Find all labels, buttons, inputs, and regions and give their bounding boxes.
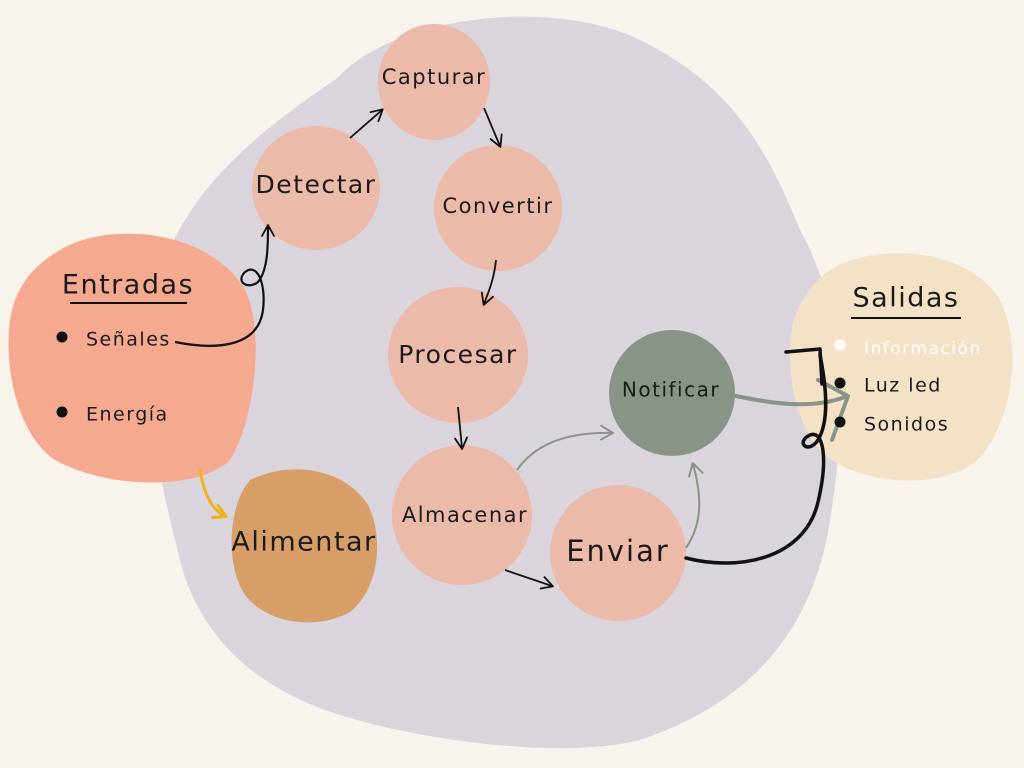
capture-label: Capturar xyxy=(382,65,487,89)
inputs-item-signals: Señales xyxy=(86,329,171,351)
inputs-item-energy: Energía xyxy=(86,404,169,426)
outputs-item-information: Información xyxy=(864,339,982,359)
inputs-bullet-2 xyxy=(56,406,68,418)
arrow-notify-to-outputs xyxy=(734,394,847,407)
outputs-item-sounds: Sonidos xyxy=(864,414,949,436)
arrow-signals-to-detect xyxy=(174,224,275,347)
detect-label: Detectar xyxy=(256,170,377,199)
inputs-node[interactable] xyxy=(8,233,256,483)
arrow-send-to-outputs-head xyxy=(784,347,824,386)
feed-label: Alimentar xyxy=(231,527,376,558)
convert-node[interactable] xyxy=(434,145,562,271)
convert-label: Convertir xyxy=(442,194,553,218)
capture-node[interactable] xyxy=(378,24,490,140)
inputs-title: Entradas xyxy=(62,270,194,301)
outputs-bullet-1 xyxy=(834,339,846,351)
notify-label: Notificar xyxy=(622,378,720,402)
outputs-node[interactable] xyxy=(789,253,1013,481)
process-node[interactable] xyxy=(388,287,528,423)
arrow-send-to-outputs xyxy=(684,353,828,565)
outputs-title: Salidas xyxy=(853,283,960,314)
arrow-send-to-notify xyxy=(685,462,704,549)
arrow-store-to-notify xyxy=(516,424,614,471)
store-label: Almacenar xyxy=(402,503,528,527)
process-label: Procesar xyxy=(398,340,517,369)
notify-node[interactable] xyxy=(609,330,735,456)
outputs-item-led: Luz led xyxy=(864,375,942,397)
arrow-process-to-store xyxy=(454,406,468,450)
arrow-detect-to-capture xyxy=(349,108,384,139)
arrow-convert-to-process xyxy=(480,259,497,306)
send-node[interactable] xyxy=(550,485,686,621)
inputs-bullet-1 xyxy=(56,331,68,343)
feed-node[interactable] xyxy=(231,469,378,623)
arrow-store-to-send xyxy=(504,569,554,590)
store-node[interactable] xyxy=(392,445,532,585)
send-label: Enviar xyxy=(566,534,670,568)
arrow-capture-to-convert xyxy=(483,107,503,148)
outputs-bullet-2 xyxy=(834,377,846,389)
detect-node[interactable] xyxy=(252,126,380,250)
outputs-bullet-3 xyxy=(834,416,846,428)
arrow-energy-to-feed xyxy=(198,468,225,516)
